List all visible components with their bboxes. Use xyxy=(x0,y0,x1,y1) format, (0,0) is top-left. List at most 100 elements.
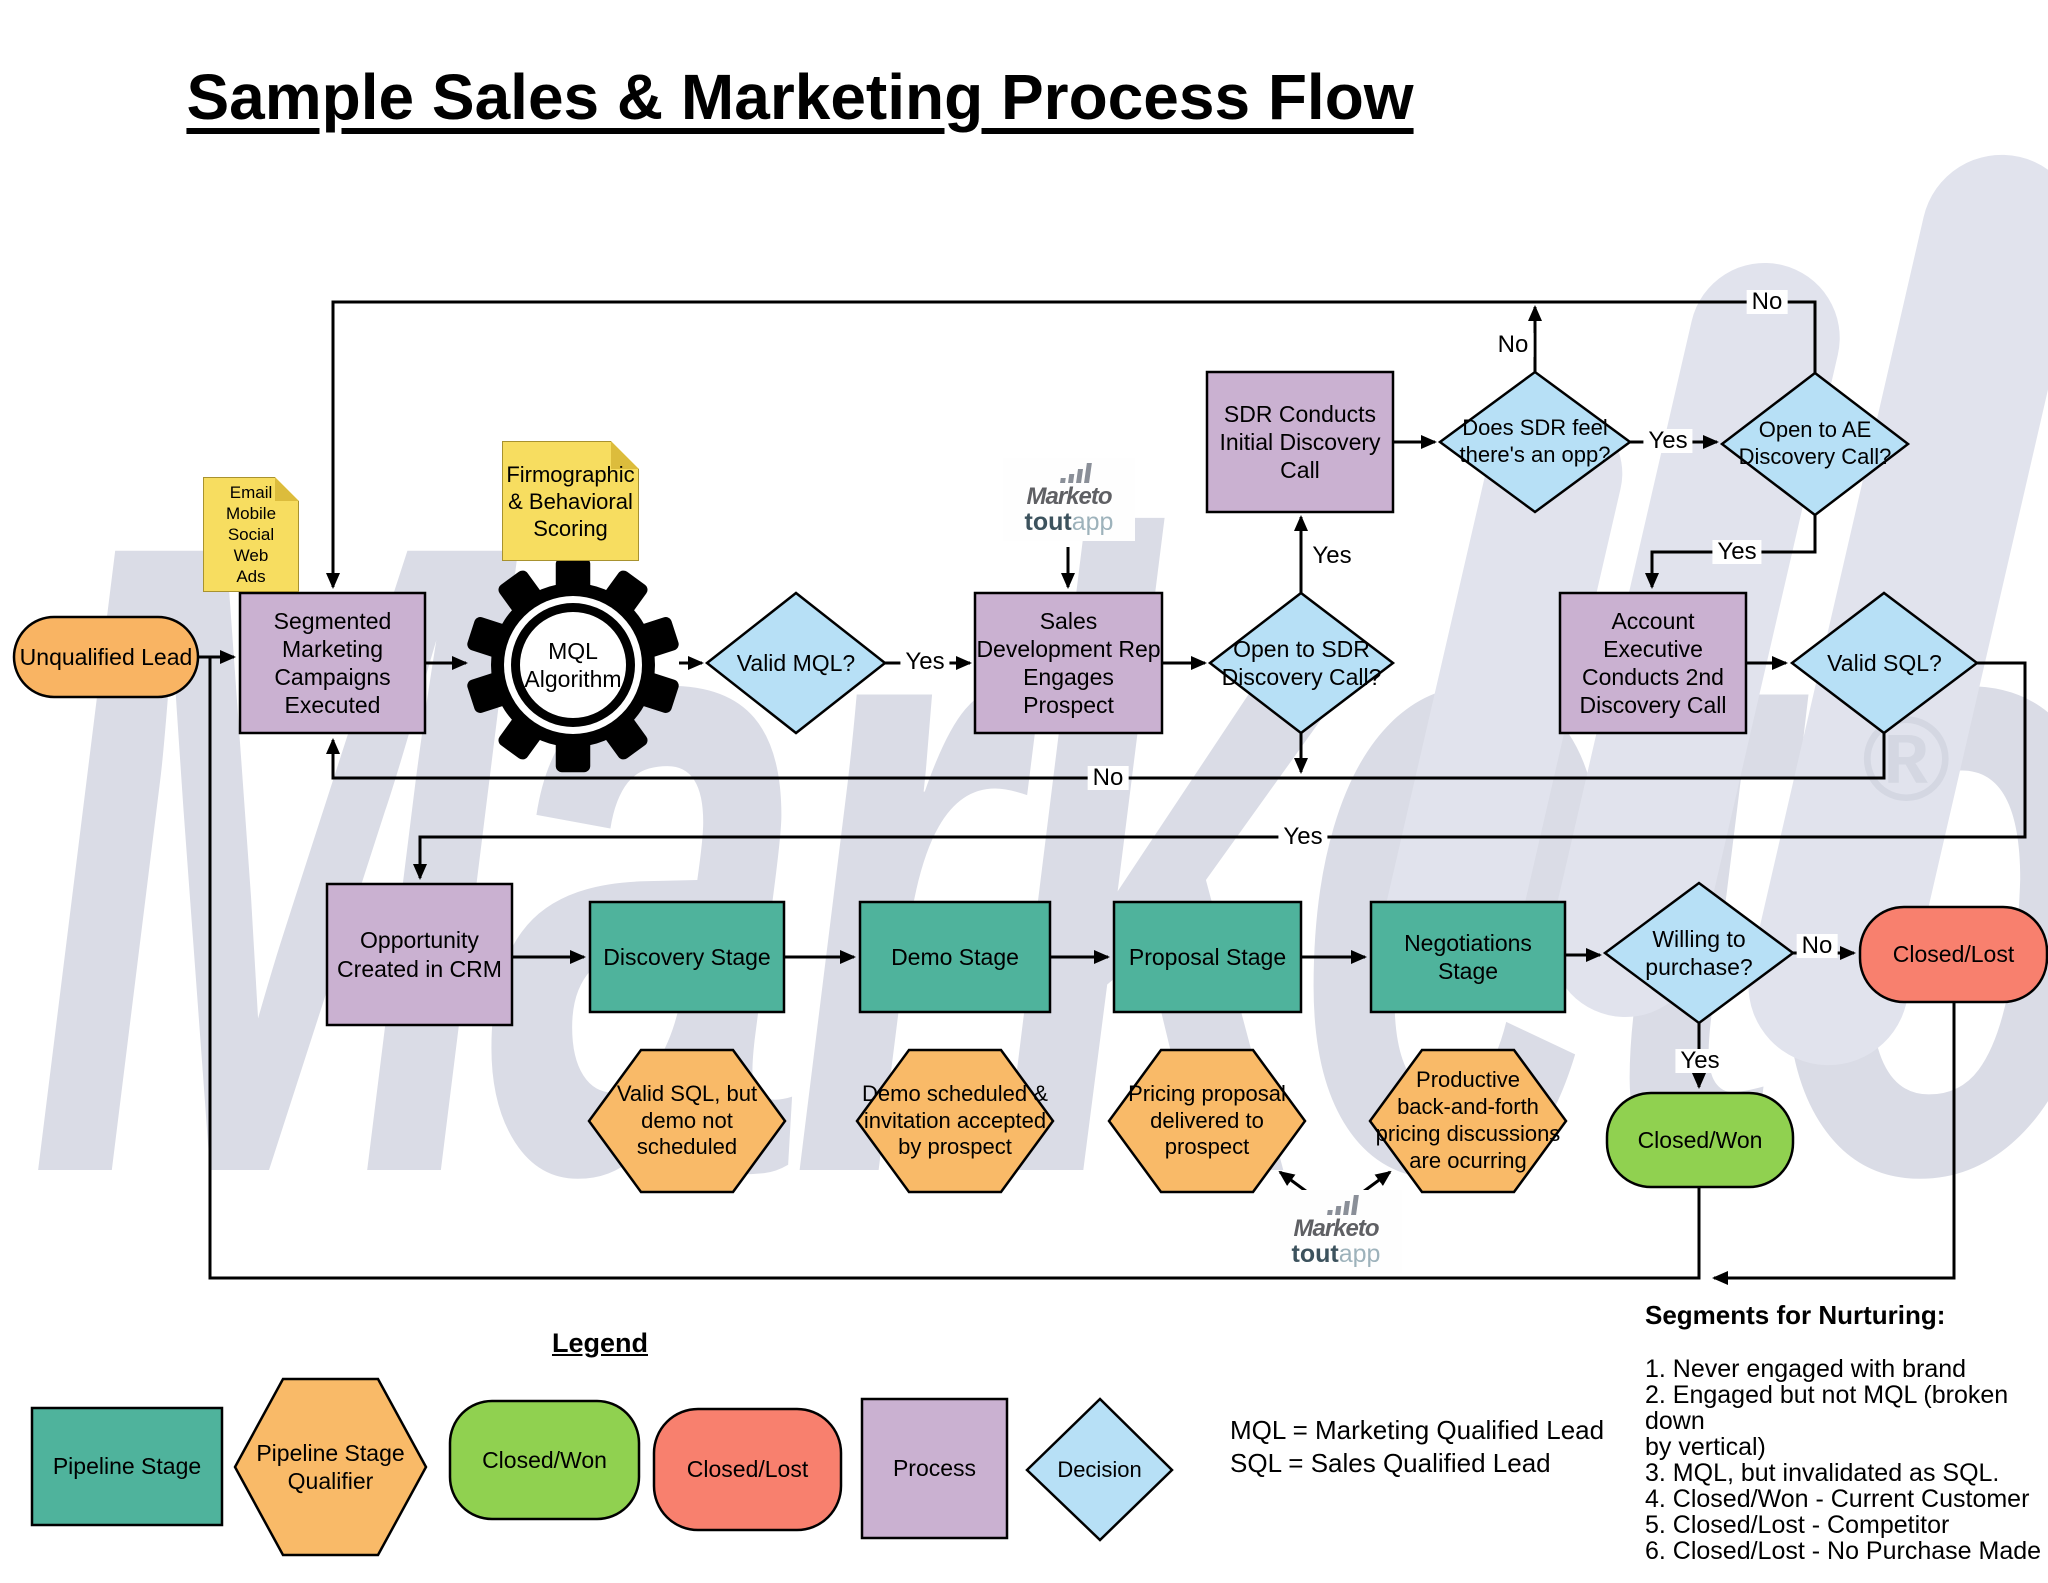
node-proposal-stage xyxy=(1112,900,1303,1014)
legend-qualifier-label: Pipeline Stage Qualifier xyxy=(256,1439,405,1494)
edge-label-openae-no: No xyxy=(1746,290,1788,314)
note-fold-icon xyxy=(275,477,299,501)
node-segmented-campaigns-label: Segmented Marketing Campaigns Executed xyxy=(273,607,392,719)
legend-closed-won-swatch xyxy=(448,1399,641,1521)
node-sales-dev-rep-label: Sales Development Rep Engages Prospect xyxy=(976,607,1161,719)
marketo-logo-brand: Marketo xyxy=(1026,483,1112,510)
nurturing-line: 6. Closed/Lost - No Purchase Made xyxy=(1645,1537,2042,1565)
nurturing-title: Segments for Nurturing: xyxy=(1645,1300,1946,1330)
toutapp-logo-app: app xyxy=(1071,508,1114,537)
nurturing-line: 4. Closed/Won - Current Customer xyxy=(1645,1485,2030,1513)
edge-label-validsql-no: No xyxy=(1087,766,1129,790)
node-valid-mql-diamond xyxy=(704,591,888,735)
edge-label-openae-yes: Yes xyxy=(1712,540,1762,564)
node-hex-pricing-proposal-label: Pricing proposal delivered to prospect xyxy=(1128,1080,1286,1160)
nurturing-line: by vertical) xyxy=(1645,1433,1766,1461)
note-scoring-text: Firmographic & Behavioral Scoring xyxy=(506,461,635,541)
node-sales-dev-rep xyxy=(973,591,1164,735)
node-proposal-stage-label: Proposal Stage xyxy=(1128,943,1287,970)
node-open-ae-label: Open to AE Discovery Call? xyxy=(1738,417,1892,469)
node-opportunity-crm-label: Opportunity Created in CRM xyxy=(337,927,502,982)
nurturing-line: 1. Never engaged with brand xyxy=(1645,1355,1967,1383)
marketo-toutapp-logo: Marketo toutapp xyxy=(1270,1190,1402,1273)
edges xyxy=(198,300,2027,1285)
node-discovery-stage xyxy=(588,900,786,1014)
node-negotiations-stage xyxy=(1369,900,1567,1014)
toutapp-logo-tout: tout xyxy=(1024,508,1072,537)
legend-closed-lost-swatch xyxy=(652,1407,843,1532)
edge-label-validsql-yes: Yes xyxy=(1278,825,1328,849)
edge-label-doesfeel-no: No xyxy=(1492,333,1534,357)
nurturing-line: 2. Engaged but not MQL (broken down xyxy=(1645,1381,2009,1435)
page-title: Sample Sales & Marketing Process Flow xyxy=(186,61,1414,133)
edge-label-willing-no: No xyxy=(1796,934,1838,958)
legend-decision-swatch xyxy=(1025,1397,1174,1542)
node-unqualified-lead-label: Unqualified Lead xyxy=(19,643,193,670)
node-willing-purchase-diamond xyxy=(1602,881,1796,1025)
node-closed-lost-label: Closed/Lost xyxy=(1892,941,2015,968)
node-hex-demo-scheduled xyxy=(855,1048,1055,1194)
nodes xyxy=(12,370,2048,1557)
node-closed-lost xyxy=(1858,905,2048,1004)
node-segmented-campaigns xyxy=(238,591,427,735)
node-does-sdr-feel-label: Does SDR feel there's an opp? xyxy=(1459,415,1611,467)
node-sdr-conducts-label: SDR Conducts Initial Discovery Call xyxy=(1219,400,1381,484)
note-campaign-channels-text: Email Mobile Social Web Ads xyxy=(225,483,277,586)
toutapp-logo-tout: tout xyxy=(1291,1240,1339,1269)
node-valid-mql-label: Valid MQL? xyxy=(736,649,856,676)
edge-label-validmql-yes: Yes xyxy=(900,650,950,674)
legend-process-swatch xyxy=(860,1397,1009,1540)
node-account-exec-label: Account Executive Conducts 2nd Discovery… xyxy=(1579,607,1727,719)
node-hex-valid-sql-label: Valid SQL, but demo not scheduled xyxy=(616,1080,758,1160)
node-valid-sql-label: Valid SQL? xyxy=(1827,649,1942,676)
node-hex-demo-scheduled-label: Demo scheduled & invitation accepted by … xyxy=(862,1080,1048,1160)
node-hex-productive-label: Productive back-and-forth pricing discus… xyxy=(1375,1067,1561,1173)
definition-sql: SQL = Sales Qualified Lead xyxy=(1230,1448,1551,1478)
node-does-sdr-feel-diamond xyxy=(1437,370,1633,514)
edge-label-willing-yes: Yes xyxy=(1675,1049,1725,1073)
toutapp-logo-app: app xyxy=(1338,1240,1381,1269)
node-closed-won-label: Closed/Won xyxy=(1637,1126,1763,1153)
note-fold-icon xyxy=(611,441,639,469)
edge-label-opensdr-yes: Yes xyxy=(1307,544,1357,568)
legend-title: Legend xyxy=(551,1328,648,1358)
node-willing-purchase-label: Willing to purchase? xyxy=(1645,925,1753,980)
node-discovery-stage-label: Discovery Stage xyxy=(603,943,771,970)
definition-mql: MQL = Marketing Qualified Lead xyxy=(1230,1415,1605,1445)
edge-openae-no-return xyxy=(326,300,1817,589)
nurturing-line: 5. Closed/Lost - Competitor xyxy=(1645,1511,1950,1539)
node-sdr-conducts xyxy=(1205,370,1395,514)
toutapp-logo: toutapp xyxy=(1005,508,1133,537)
definitions-block: MQL = Marketing Qualified Lead SQL = Sal… xyxy=(1230,1414,1604,1480)
edge-closedwon-return xyxy=(208,657,1701,1280)
node-hex-productive xyxy=(1368,1048,1568,1194)
node-mql-algorithm-label: MQL Algorithm xyxy=(524,637,622,692)
marketo-bars-icon xyxy=(1327,1195,1359,1215)
legend-pipeline-stage-swatch xyxy=(30,1406,224,1527)
edge-validsql-yes xyxy=(413,661,2027,880)
marketo-bars-icon xyxy=(1060,463,1092,483)
node-unqualified-lead xyxy=(12,615,200,699)
node-hex-pricing-proposal xyxy=(1107,1048,1307,1194)
nurturing-line: 3. MQL, but invalidated as SQL. xyxy=(1645,1459,2000,1487)
legend-closed-lost-label: Closed/Lost xyxy=(686,1456,809,1483)
note-scoring: Firmographic & Behavioral Scoring xyxy=(502,441,639,561)
node-opportunity-crm xyxy=(325,882,514,1027)
gear-icon xyxy=(467,557,679,773)
node-demo-stage-label: Demo Stage xyxy=(891,943,1019,970)
edge-label-doesfeel-yes: Yes xyxy=(1643,429,1693,453)
legend-process-label: Process xyxy=(892,1455,977,1482)
nurturing-block: Segments for Nurturing: 1. Never engaged… xyxy=(1645,1302,2048,1564)
node-open-sdr-diamond xyxy=(1207,591,1396,735)
node-hex-valid-sql xyxy=(587,1048,787,1194)
note-campaign-channels: Email Mobile Social Web Ads xyxy=(203,477,299,592)
marketo-logo-brand: Marketo xyxy=(1293,1215,1379,1242)
legend-qualifier-swatch xyxy=(233,1377,428,1557)
node-closed-won xyxy=(1605,1091,1795,1189)
legend-closed-won-label: Closed/Won xyxy=(482,1446,607,1473)
node-open-sdr-label: Open to SDR Discovery Call? xyxy=(1221,635,1382,690)
node-demo-stage xyxy=(858,900,1052,1014)
node-valid-sql-diamond xyxy=(1789,591,1980,735)
